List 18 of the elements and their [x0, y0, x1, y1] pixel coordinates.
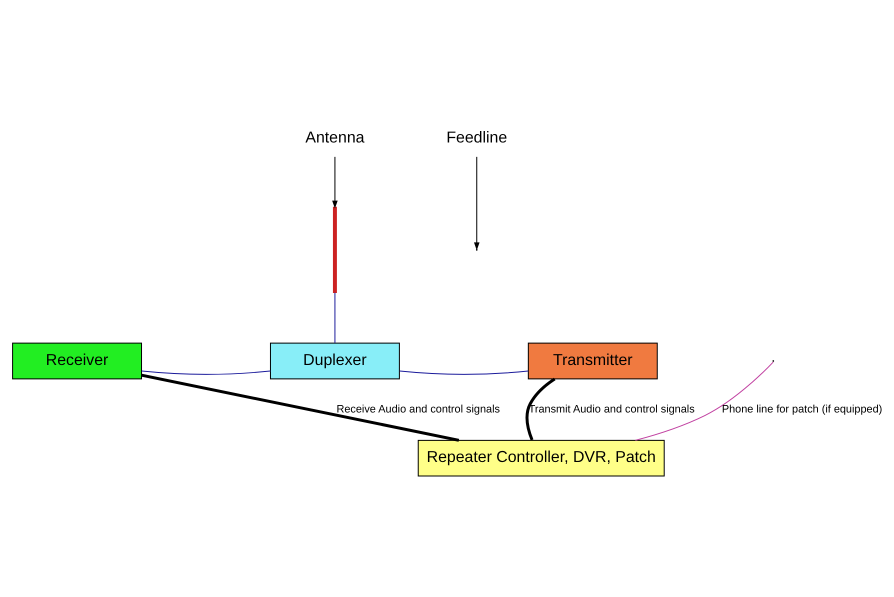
arrow — [332, 156, 338, 209]
connector — [634, 362, 774, 441]
edge-label: Phone line for patch (if equipped) — [722, 403, 882, 416]
edge-label: Receive Audio and control signals — [336, 403, 500, 416]
node-box: Duplexer — [270, 342, 400, 380]
connector — [141, 374, 460, 442]
connector — [334, 292, 336, 344]
edge-label: Transmit Audio and control signals — [528, 403, 695, 416]
connector — [399, 370, 529, 375]
connector — [526, 378, 556, 440]
node-box: Receiver — [12, 342, 142, 380]
node-box: Repeater Controller, DVR, Patch — [418, 440, 665, 477]
node-box: Transmitter — [528, 342, 658, 380]
arrow — [474, 156, 480, 250]
node-text: Antenna — [305, 130, 364, 147]
connector — [141, 370, 271, 375]
node-text: Feedline — [446, 130, 508, 147]
node-bar — [332, 206, 337, 294]
